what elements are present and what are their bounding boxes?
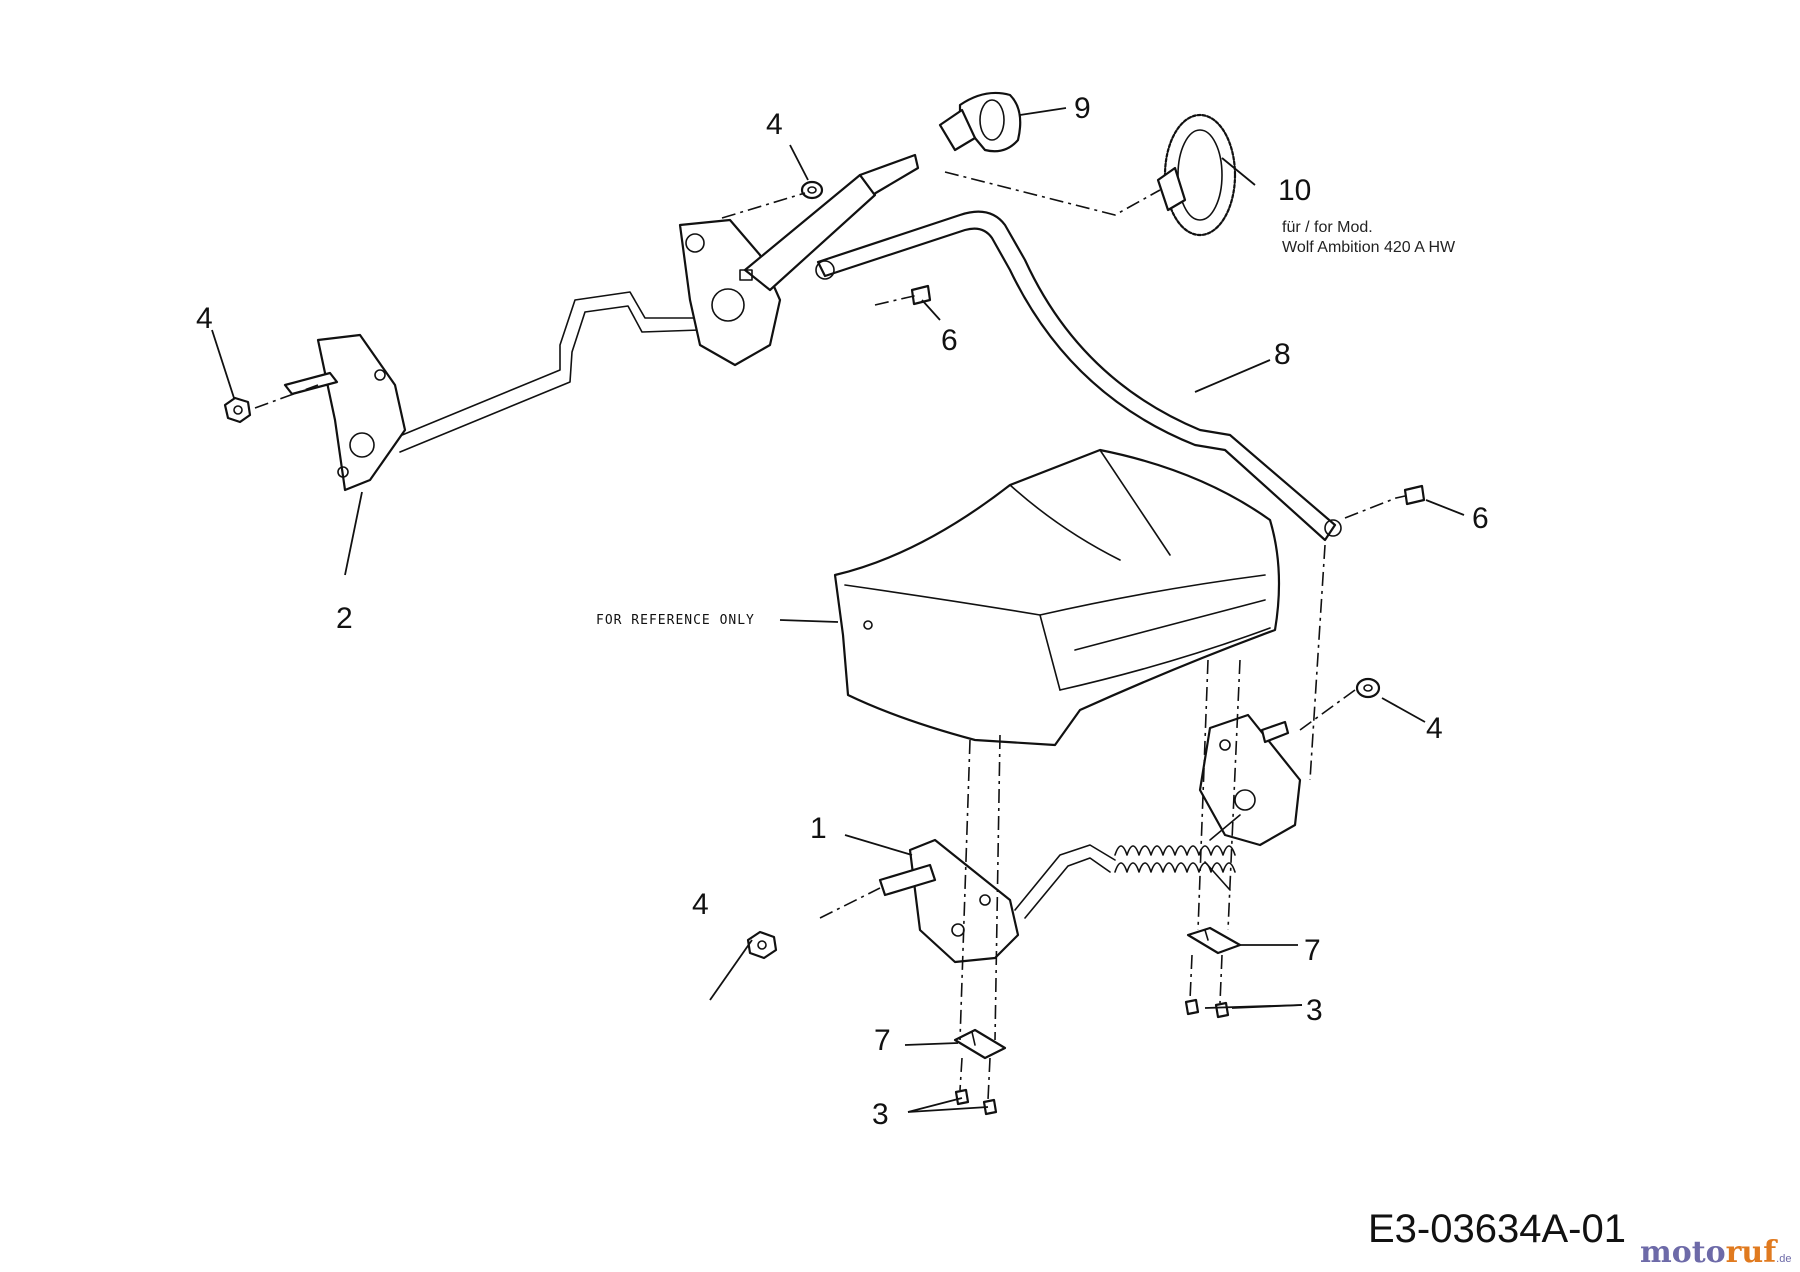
washer-4-top [800,180,824,200]
mower-deck-reference [833,448,1281,747]
washer-4-right [1355,677,1381,699]
nut-4-lower-left [746,930,778,960]
callout-1: 1 [810,812,827,845]
bolt-6-upper [904,284,932,306]
callout-9: 9 [1074,92,1091,125]
callout-8: 8 [1274,338,1291,371]
callout-2: 2 [336,602,353,635]
logo-part1: moto [1640,1235,1726,1270]
height-adjust-bracket-upper [283,333,407,492]
callout-3-right: 3 [1306,994,1323,1027]
logo-part2: ruf [1726,1235,1779,1270]
callout-10: 10 [1278,174,1311,207]
callout-6-upper: 6 [941,324,958,357]
callout-4-top: 4 [766,108,783,141]
callout-7-right: 7 [1304,934,1321,967]
reference-label: FOR REFERENCE ONLY [596,613,755,628]
height-adjust-knob [1156,113,1237,237]
drawing-code: E3-03634A-01 [1368,1207,1626,1251]
model-note-line2: Wolf Ambition 420 A HW [1282,239,1456,256]
svg-text:motoruf.de: motoruf.de [1640,1235,1791,1270]
callout-6-right: 6 [1472,502,1489,535]
tension-spring [1114,814,1241,891]
adjustment-lever-assembly [678,153,920,367]
logo-suffix: .de [1776,1253,1791,1265]
callout-7-lower: 7 [874,1024,891,1057]
callout-4-lower-left: 4 [692,888,709,921]
screws-3-lower [954,1088,998,1116]
handle-bar [815,210,1342,542]
lower-axle-assembly [878,713,1302,964]
callout-3-lower: 3 [872,1098,889,1131]
clip-7-lower [953,1028,1007,1060]
leader-lines [211,107,1465,1113]
callout-labels: 4 2 4 9 10 6 8 6 4 1 4 7 3 7 3 [196,92,1489,1131]
callout-4-upper-left: 4 [196,302,213,335]
nut-4-upper-left [223,396,252,424]
clip-7-right [1186,926,1242,955]
motoruf-logo: motoruf.de [1640,1235,1791,1270]
upper-axle-rod [389,291,701,453]
bolt-6-right [1395,484,1426,506]
model-note-line1: für / for Mod. [1282,219,1373,236]
callout-4-right: 4 [1426,712,1443,745]
assembly-lines [254,171,1397,1101]
handle-grip [938,91,1022,153]
